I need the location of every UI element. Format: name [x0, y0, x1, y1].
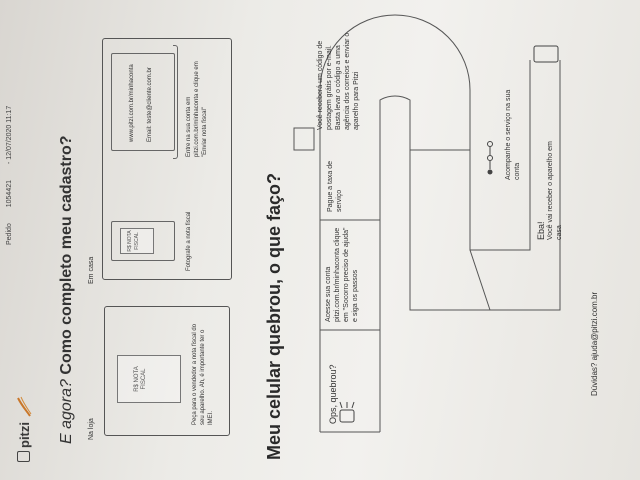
order-label: Pedido — [6, 223, 13, 245]
laptop-email: Email: teste@cliente.com.br — [147, 67, 153, 142]
step-2: Acesse sua conta pitzi.com.br/minhaconta… — [325, 227, 359, 322]
home-caption: Entre na sua conta em pitzi.com.br/minha… — [186, 61, 208, 157]
step-1: Ops, quebrou? — [328, 336, 361, 424]
home-receipt: R$ NOTA FISCAL — [120, 228, 154, 254]
step-5: Acompanhe o serviço na sua conta — [505, 89, 521, 180]
store-receipt: R$ NOTA FISCAL — [117, 355, 181, 403]
laptop-base — [173, 45, 178, 159]
order-number: 1054421 — [6, 179, 13, 208]
step-1-title: Ops, quebrou? — [328, 364, 338, 424]
step-6-title: Eba! — [536, 221, 546, 240]
section1-title: E agora? Como completo meu cadastro? — [58, 135, 75, 444]
pitzi-logo-icon — [17, 451, 30, 462]
brush-stroke-icon — [17, 397, 32, 417]
step-4: Você receberá um código de postagem grát… — [317, 32, 360, 130]
section2-title: Meu celular quebrou, o que faço? — [264, 172, 284, 460]
order-datetime: - 12/07/2020 11:17 — [6, 105, 13, 165]
home-label: Em casa — [88, 256, 95, 284]
laptop-screen: www.pitzi.com.br/minhaconta Email: teste… — [111, 53, 175, 151]
store-caption: Peça para o vendedor a nota fiscal do se… — [192, 323, 214, 425]
step-6: Eba! Você vai receber o aparelho em casa — [536, 140, 564, 240]
laptop-url: www.pitzi.com.br/minhaconta — [129, 64, 135, 142]
step-6-text: Você vai receber o aparelho em casa — [547, 141, 563, 240]
photo-caption: Fotografe a nota fiscal — [186, 211, 192, 271]
broken-phone-icon — [339, 401, 355, 423]
step-3: Pague a taxa de serviço — [327, 161, 343, 212]
brand-logo: pitzi — [16, 396, 32, 462]
phone-illustration: R$ NOTA FISCAL — [111, 221, 175, 261]
store-label: Na loja — [88, 418, 95, 440]
store-box: R$ NOTA FISCAL Peça para o vendedor a no… — [104, 306, 230, 436]
home-box: R$ NOTA FISCAL Fotografe a nota fiscal w… — [102, 38, 232, 280]
steps-track — [293, 14, 561, 433]
order-info: Pedido 1054421 - 12/07/2020 11:17 — [6, 92, 13, 245]
help-footer: Dúvidas? ajuda@pitzi.com.br — [590, 291, 599, 396]
